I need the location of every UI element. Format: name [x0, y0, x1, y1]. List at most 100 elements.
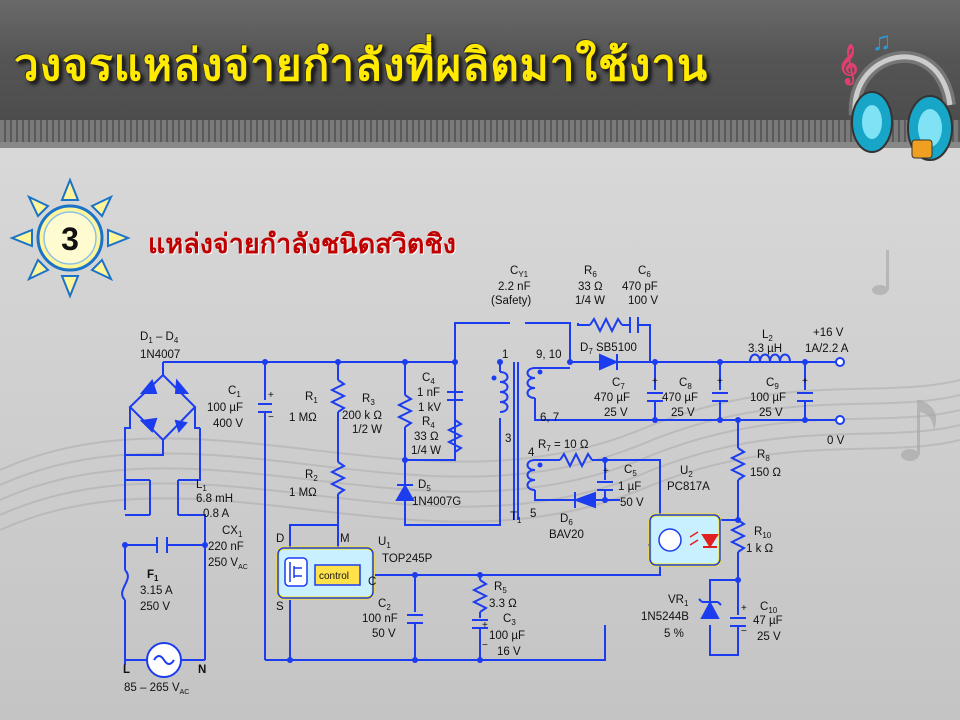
label-c10-val: 47 µF: [753, 615, 783, 627]
label-u1-part: TOP245P: [382, 553, 433, 565]
label-c2: C2: [378, 598, 391, 612]
label-c3-v: 16 V: [497, 646, 521, 658]
label-c10-v: 25 V: [757, 631, 781, 643]
label-c9: C9: [766, 377, 779, 391]
label-d1d4: D1 – D4: [140, 331, 179, 345]
label-r4-val: 33 Ω: [414, 431, 439, 443]
header-divider: [0, 142, 960, 148]
label-t1: T1: [510, 511, 522, 525]
label-out-pos: +16 V: [813, 327, 844, 339]
circuit-components: [122, 353, 845, 678]
label-r5-val: 3.3 Ω: [489, 598, 517, 610]
label-c6-v: 100 V: [628, 295, 658, 307]
label-c8-plus: +: [717, 376, 723, 387]
svg-text:♫: ♫: [872, 26, 892, 56]
label-ac-range: 85 – 265 VAC: [124, 682, 189, 696]
label-u1-control: control: [319, 571, 349, 582]
label-c8-v: 25 V: [671, 407, 695, 419]
label-c4-val: 1 nF: [417, 387, 440, 399]
label-c7-val: 470 µF: [594, 392, 630, 404]
svg-text:𝄞: 𝄞: [838, 44, 858, 86]
label-c9-plus: +: [802, 376, 808, 387]
label-cy1-val: 2.2 nF: [498, 281, 531, 293]
sun-badge-icon: [9, 177, 131, 299]
label-t-pin4: 4: [528, 447, 535, 459]
label-c9-v: 25 V: [759, 407, 783, 419]
label-r3-val: 200 k Ω: [342, 410, 382, 422]
label-out-pos-a: 1A/2.2 A: [805, 343, 849, 355]
label-l1-val: 6.8 mH: [196, 493, 233, 505]
label-t-pin5: 5: [530, 508, 536, 520]
label-c3: C3: [503, 613, 516, 627]
label-r10-val: 1 k Ω: [746, 543, 774, 555]
label-r8-val: 150 Ω: [750, 467, 781, 479]
label-d1d4-part: 1N4007: [140, 349, 180, 361]
label-c7-v: 25 V: [604, 407, 628, 419]
label-cy1-note: (Safety): [491, 295, 531, 307]
label-c7: C7: [612, 377, 625, 391]
label-r4: R4: [422, 416, 435, 430]
label-c3-minus: −: [482, 640, 488, 651]
label-cx1: CX1: [222, 525, 243, 539]
label-c1: C1: [228, 385, 241, 399]
header-bar: [0, 0, 960, 142]
label-cy1: CY1: [510, 265, 529, 279]
label-t-pin3: 3: [505, 433, 511, 445]
label-r6: R6: [584, 265, 597, 279]
label-f1-val: 3.15 A: [140, 585, 173, 597]
label-c4: C4: [422, 372, 435, 386]
background-music-staff: [0, 379, 960, 531]
label-d7: D7 SB5100: [580, 342, 637, 356]
label-c1-v: 400 V: [213, 418, 243, 430]
circuit-labels: D1 – D4 1N4007 C1 100 µF 400 V + − L1 6.…: [123, 265, 849, 696]
label-c1-minus: −: [268, 412, 274, 423]
label-f1: F1: [147, 569, 159, 583]
label-c8: C8: [679, 377, 692, 391]
label-u1-d: D: [276, 533, 284, 545]
label-u2: U2: [680, 465, 693, 479]
label-c10-minus: −: [741, 626, 747, 637]
label-c5: C5: [624, 464, 637, 478]
label-c2-v: 50 V: [372, 628, 396, 640]
label-r3: R3: [362, 393, 375, 407]
label-r1-val: 1 MΩ: [289, 412, 317, 424]
label-vr1-tol: 5 %: [664, 628, 684, 640]
label-c8-val: 470 µF: [662, 392, 698, 404]
label-c5-v: 50 V: [620, 497, 644, 509]
label-r8: R8: [757, 449, 770, 463]
slide-title: วงจรแหล่งจ่ายกำลังที่ผลิตมาใช้งาน: [14, 40, 709, 91]
label-c5-val: 1 µF: [618, 481, 641, 493]
label-d6: D6: [560, 513, 573, 527]
label-l2: L2: [762, 329, 773, 343]
label-d5-part: 1N4007G: [412, 496, 461, 508]
label-c6: C6: [638, 265, 651, 279]
label-d5: D5: [418, 479, 431, 493]
label-c1-plus: +: [268, 390, 274, 401]
label-u1-s: S: [276, 601, 284, 613]
label-d6-part: BAV20: [549, 529, 584, 541]
label-t-pin67: 6, 7: [540, 412, 559, 424]
label-r2: R2: [305, 469, 318, 483]
label-c10: C10: [760, 601, 778, 615]
label-c4-v: 1 kV: [418, 402, 441, 414]
label-f1-v: 250 V: [140, 601, 170, 613]
label-r6-val: 33 Ω: [578, 281, 603, 293]
label-r3-w: 1/2 W: [352, 424, 382, 436]
label-c6-val: 470 pF: [622, 281, 658, 293]
label-c7-plus: +: [652, 376, 658, 387]
label-r6-w: 1/4 W: [575, 295, 605, 307]
label-cx1-v: 250 VAC: [208, 557, 248, 571]
label-vr1-part: 1N5244B: [641, 611, 689, 623]
section-number: 3: [61, 221, 79, 257]
label-u1: U1: [378, 536, 391, 550]
label-ac-l: L: [123, 664, 130, 676]
label-c2-val: 100 nF: [362, 613, 398, 625]
label-l1-a: 0.8 A: [203, 508, 230, 520]
label-c10-plus: +: [741, 603, 747, 614]
label-vr1: VR1: [668, 594, 689, 608]
label-u2-part: PC817A: [667, 481, 710, 493]
label-u1-m: M: [340, 533, 350, 545]
label-c3-plus: +: [482, 620, 488, 631]
headphones-music-icon: 𝄞 ♫: [838, 26, 956, 161]
